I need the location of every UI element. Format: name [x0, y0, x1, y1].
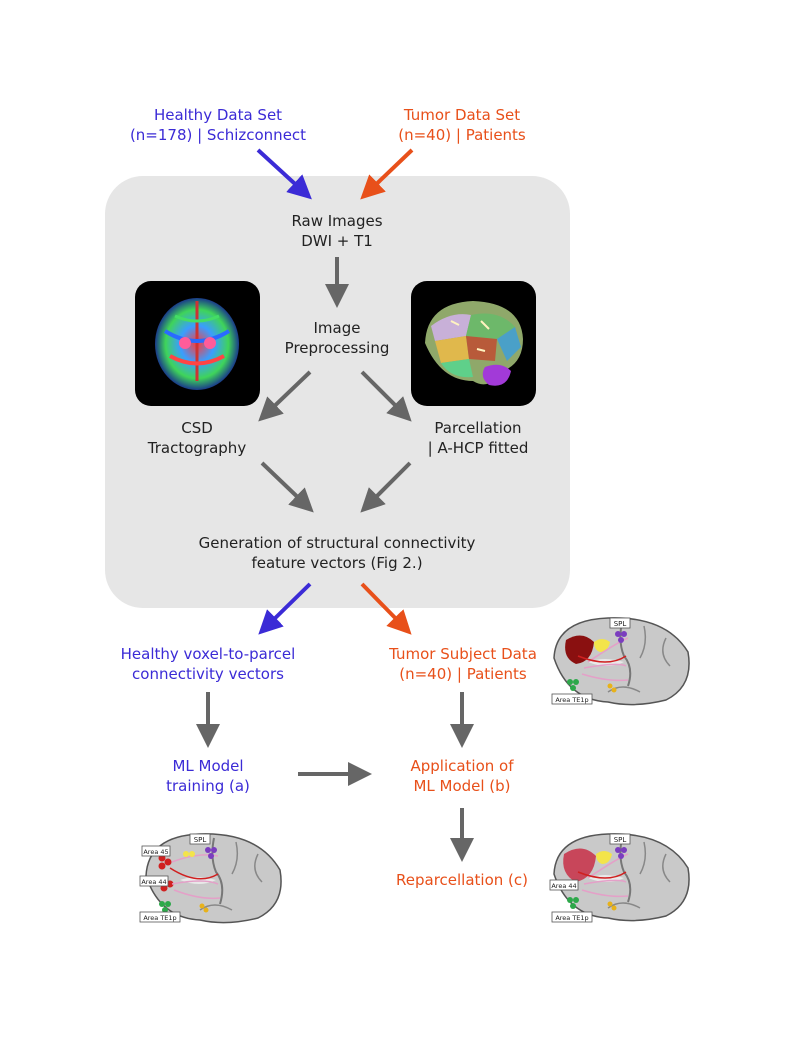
brain-repar-a44-label: Area 44	[551, 882, 576, 890]
csd-tractography-line2: Tractography	[147, 439, 247, 457]
parcellation-line2: | A-HCP fitted	[427, 439, 529, 457]
healthy-connectivity-vectors-line1: Healthy voxel-to-parcel	[120, 645, 296, 663]
ml-model-training-line1: ML Model	[172, 757, 244, 775]
healthy-connectivity-vectors-node: Healthy voxel-to-parcel connectivity vec…	[98, 644, 318, 684]
ml-model-training-line2: training (a)	[166, 777, 250, 795]
brain-repar-spl-label: SPL	[614, 836, 627, 844]
brain-tumor-spl-label: SPL	[614, 620, 627, 628]
csd-tractography-node: CSD Tractography	[127, 418, 267, 458]
tumor-subject-data-node: Tumor Subject Data (n=40) | Patients	[368, 644, 558, 684]
image-preprocessing-line2: Preprocessing	[284, 339, 390, 357]
parcellation-image	[411, 281, 536, 406]
brain-repar-te-label: Area TE1p	[555, 914, 588, 922]
tractography-image	[135, 281, 260, 406]
raw-images-line1: Raw Images	[291, 212, 383, 230]
brain-tumor-te-label: Area TE1p	[555, 696, 588, 704]
arrow-preprocessing-to-parcellation	[360, 370, 412, 422]
brain-healthy-a44-label: Area 44	[141, 878, 166, 886]
image-preprocessing-line1: Image	[313, 319, 361, 337]
feature-vector-generation-node: Generation of structural connectivity fe…	[167, 533, 507, 573]
feature-vector-generation-line1: Generation of structural connectivity	[198, 534, 476, 552]
arrow-generation-to-tumor-subject	[360, 582, 412, 635]
tumor-subject-data-line2: (n=40) | Patients	[399, 665, 527, 683]
healthy-data-set-line2: (n=178) | Schizconnect	[129, 126, 307, 144]
application-of-ml-model-line1: Application of	[410, 757, 514, 775]
healthy-data-set-label: Healthy Data Set (n=178) | Schizconnect	[108, 105, 328, 145]
csd-tractography-line1: CSD	[181, 419, 213, 437]
brain-illustration-tumor: SPL Area TE1p	[551, 617, 690, 706]
tumor-data-set-line2: (n=40) | Patients	[398, 126, 526, 144]
healthy-connectivity-vectors-line2: connectivity vectors	[132, 665, 284, 683]
arrow-parcellation-to-generation	[360, 461, 412, 513]
feature-vector-generation-line2: feature vectors (Fig 2.)	[251, 554, 423, 572]
arrow-csd-to-generation	[260, 461, 314, 513]
tumor-data-set-label: Tumor Data Set (n=40) | Patients	[362, 105, 562, 145]
application-of-ml-model-line2: ML Model (b)	[413, 777, 511, 795]
brain-illustration-healthy: Area 45 SPL Area 44 Area TE1p	[139, 833, 282, 924]
brain-healthy-a45-label: Area 45	[143, 848, 168, 856]
reparcellation-node: Reparcellation (c)	[396, 871, 528, 889]
parcellation-line1: Parcellation	[434, 419, 522, 437]
brain-illustration-reparcellated: SPL Area 44 Area TE1p	[549, 833, 690, 923]
brain-healthy-spl-label: SPL	[194, 836, 207, 844]
tumor-data-set-line1: Tumor Data Set	[403, 106, 521, 124]
ml-model-training-node: ML Model training (a)	[138, 756, 278, 796]
parcellation-node: Parcellation | A-HCP fitted	[398, 418, 558, 458]
brain-healthy-te-label: Area TE1p	[143, 914, 176, 922]
arrow-healthy-to-raw	[256, 148, 312, 200]
arrow-tumor-to-raw	[360, 148, 414, 200]
raw-images-node: Raw Images DWI + T1	[247, 211, 427, 251]
arrow-preprocessing-to-csd	[258, 370, 312, 422]
raw-images-line2: DWI + T1	[301, 232, 373, 250]
image-preprocessing-node: Image Preprocessing	[262, 318, 412, 358]
application-of-ml-model-node: Application of ML Model (b)	[392, 756, 532, 796]
arrow-generation-to-healthy-vectors	[258, 582, 312, 635]
tumor-subject-data-line1: Tumor Subject Data	[389, 645, 537, 663]
healthy-data-set-line1: Healthy Data Set	[153, 106, 283, 124]
